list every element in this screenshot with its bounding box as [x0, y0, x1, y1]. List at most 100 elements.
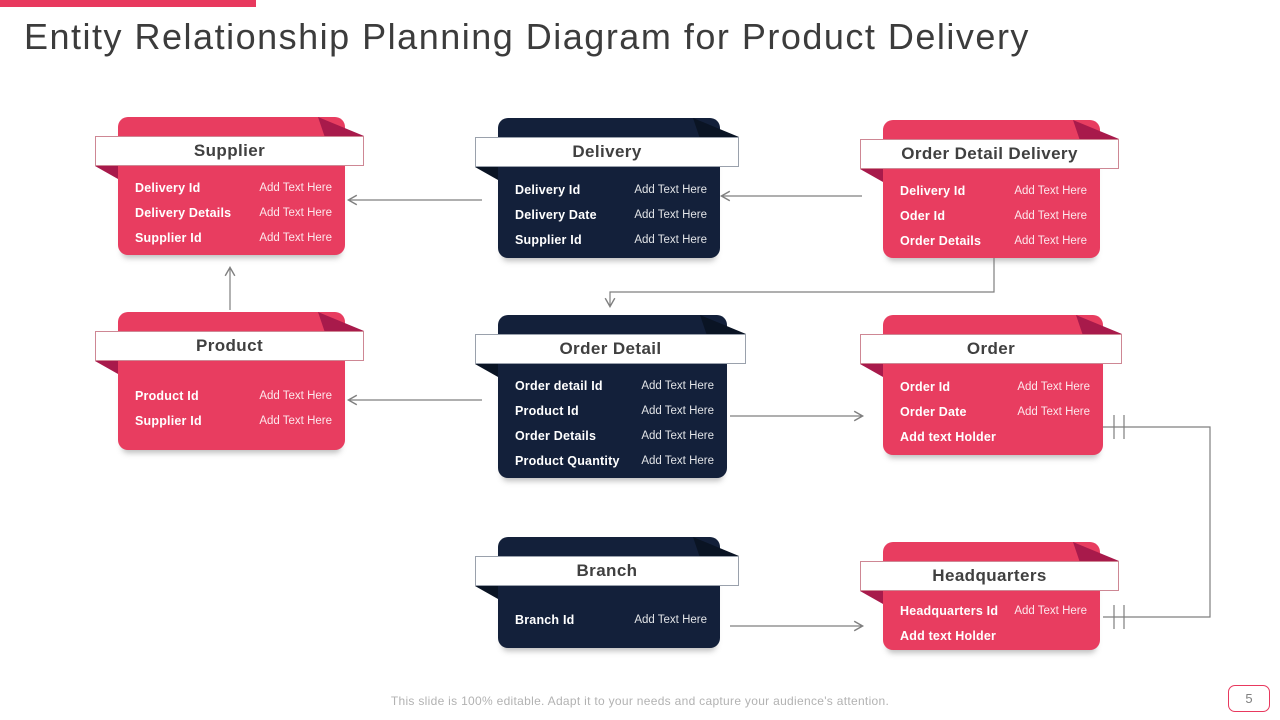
entity-row: Order detail Id Add Text Here: [515, 374, 714, 399]
row-label: Add text Holder: [900, 430, 997, 444]
entity-row: Headquarters Id Add Text Here: [900, 598, 1087, 623]
row-value: Add Text Here: [1017, 381, 1090, 393]
connector-orderdetaildelivery-to-orderdetail: [604, 258, 995, 309]
entity-row: Product Id Add Text Here: [515, 399, 714, 424]
entity-title: Product: [195, 336, 264, 355]
row-value: Add Text Here: [259, 182, 332, 194]
row-label: Add text Holder: [900, 628, 997, 643]
row-label: Product Id: [515, 404, 579, 418]
entity-card-headquarters: Headquarters Headquarters Id Add Text Her…: [860, 542, 1119, 650]
row-value: Add Text Here: [259, 232, 332, 244]
row-value: Add Text Here: [641, 455, 714, 467]
ribbon-fold-left: [475, 586, 498, 599]
entity-row: Order Details Add Text Here: [900, 229, 1087, 254]
row-label: Order Details: [900, 234, 982, 248]
entity-ribbon: Order: [860, 334, 1122, 364]
top-accent-bar: [0, 0, 256, 7]
entity-title: Supplier: [193, 141, 266, 160]
row-value: Add Text Here: [1014, 604, 1087, 617]
row-value: Add Text Here: [1017, 406, 1090, 418]
entity-card-order-detail: Order Detail Order detail Id Add Text Her…: [475, 315, 746, 478]
cardinality-ticks-order: [1113, 415, 1125, 439]
row-label: Delivery Id: [515, 183, 581, 197]
ribbon-fold-corner: [700, 315, 746, 334]
row-label: Product Id: [135, 388, 199, 403]
ribbon-fold-corner: [1073, 120, 1119, 139]
ribbon-fold-corner: [1073, 542, 1119, 561]
entity-row: Product Quantity Add Text Here: [515, 449, 714, 474]
row-value: Add Text Here: [1014, 235, 1087, 247]
ribbon-fold-corner: [693, 537, 739, 556]
row-value: Add Text Here: [641, 380, 714, 392]
ribbon-fold-left: [860, 364, 883, 377]
entity-row: Delivery Id Add Text Here: [900, 179, 1087, 204]
row-label: Headquarters Id: [900, 603, 999, 618]
entity-title: Order Detail Delivery: [901, 144, 1078, 163]
row-value: Add Text Here: [634, 209, 707, 221]
entity-row: Supplier Id Add Text Here: [135, 226, 332, 251]
footer-note: This slide is 100% editable. Adapt it to…: [390, 694, 890, 708]
row-label: Oder Id: [900, 209, 946, 223]
entity-row: Delivery Id Add Text Here: [515, 178, 707, 203]
row-value: Add Text Here: [634, 184, 707, 196]
row-label: Delivery Date: [515, 208, 597, 222]
entity-row: Add text Holder: [900, 425, 1090, 450]
entity-ribbon: Branch: [475, 556, 739, 586]
ribbon-fold-left: [95, 361, 118, 374]
entity-ribbon: Delivery: [475, 137, 739, 167]
slide-number-badge: 5: [1228, 685, 1270, 712]
entity-ribbon: Supplier: [95, 136, 364, 166]
entity-card-order-detail-delivery: Order Detail Delivery Delivery Id Add Tex…: [860, 120, 1119, 258]
ribbon-fold-corner: [318, 312, 364, 331]
row-value: Add Text Here: [641, 430, 714, 442]
ribbon-fold-left: [475, 167, 498, 180]
row-value: Add Text Here: [641, 405, 714, 417]
row-value: Add Text Here: [259, 414, 332, 427]
entity-ribbon: Order Detail: [475, 334, 746, 364]
row-value: Add Text Here: [1014, 210, 1087, 222]
entity-title: Delivery: [572, 142, 642, 161]
ribbon-fold-left: [95, 166, 118, 179]
entity-ribbon: Headquarters: [860, 561, 1119, 591]
row-label: Supplier Id: [515, 233, 582, 247]
row-value: Add Text Here: [1014, 185, 1087, 197]
entity-row: Oder Id Add Text Here: [900, 204, 1087, 229]
ribbon-fold-corner: [318, 117, 364, 136]
entity-title: Headquarters: [932, 566, 1047, 585]
row-label: Delivery Details: [135, 206, 232, 220]
row-label: Supplier Id: [135, 231, 202, 245]
ribbon-fold-left: [860, 169, 883, 182]
row-value: Add Text Here: [634, 234, 707, 246]
row-value: Add Text Here: [259, 207, 332, 219]
row-label: Delivery Id: [900, 184, 966, 198]
ribbon-fold-corner: [693, 118, 739, 137]
entity-title: Order: [966, 339, 1016, 358]
row-label: Product Quantity: [515, 454, 620, 468]
entity-row: Delivery Details Add Text Here: [135, 201, 332, 226]
row-label: Order detail Id: [515, 379, 603, 393]
ribbon-fold-left: [860, 591, 883, 604]
entity-title: Branch: [576, 561, 638, 580]
entity-row: Supplier Id Add Text Here: [515, 228, 707, 253]
cardinality-ticks-headquarters: [1113, 605, 1125, 629]
entity-title: Order Detail: [559, 339, 662, 358]
slide-title: Entity Relationship Planning Diagram for…: [24, 16, 1030, 57]
ribbon-fold-left: [475, 364, 498, 377]
